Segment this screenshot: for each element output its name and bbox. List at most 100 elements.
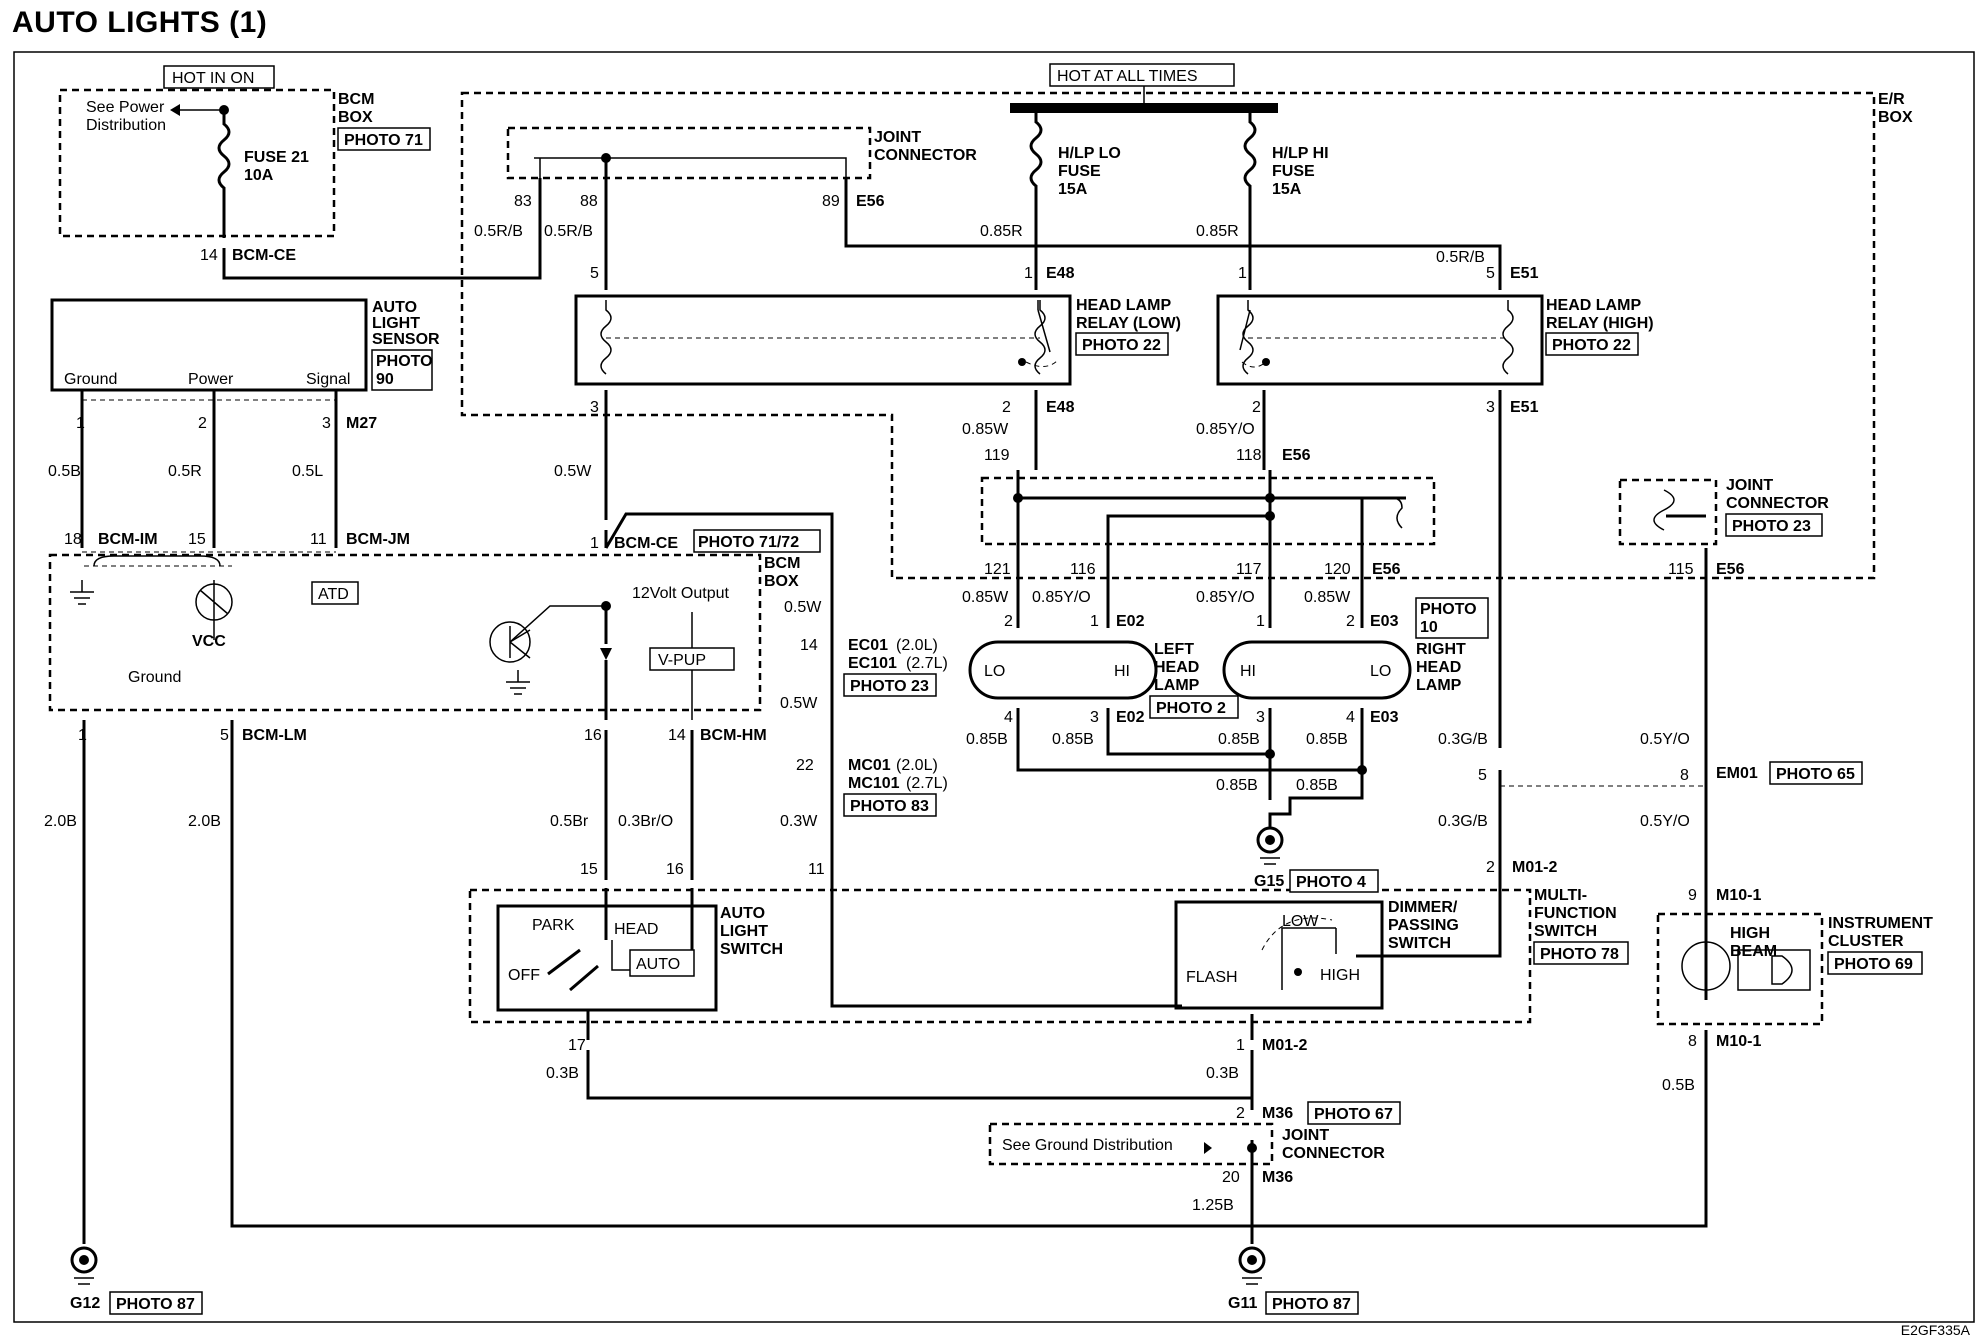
sensor-ground-label: Ground bbox=[64, 371, 117, 388]
pin: 4 bbox=[1004, 709, 1013, 726]
wire-label: 0.5W bbox=[780, 695, 818, 712]
conn-e48-top: E48 bbox=[1046, 265, 1075, 282]
pin: 5 bbox=[1478, 767, 1487, 784]
mc01-photo-box bbox=[843, 793, 937, 817]
conn-e51-bottom: E51 bbox=[1510, 399, 1539, 416]
conn-m01-2-bottom: M01-2 bbox=[1262, 1037, 1307, 1054]
conn-m36-bottom: M36 bbox=[1262, 1169, 1293, 1186]
right-lamp-photo1: PHOTO bbox=[1420, 601, 1477, 618]
pin: 3 bbox=[590, 399, 599, 416]
wire-label: 0.85W bbox=[1304, 589, 1351, 606]
mfs-photo: PHOTO 78 bbox=[1540, 946, 1619, 963]
pin: 14 bbox=[200, 247, 218, 264]
photo-71-72: PHOTO 71/72 bbox=[698, 534, 799, 551]
ec01-l2b: (2.7L) bbox=[906, 655, 948, 672]
wire-label: 0.5R/B bbox=[544, 223, 593, 240]
multi-function-switch-outline bbox=[468, 888, 1532, 1024]
wire-label: 0.85W bbox=[962, 421, 1009, 438]
er-box-l2: BOX bbox=[1878, 109, 1913, 126]
pin: 3 bbox=[1090, 709, 1099, 726]
joint-right-photo-box bbox=[1725, 513, 1823, 537]
pin: 5 bbox=[1486, 265, 1495, 282]
photo71-box bbox=[337, 127, 431, 151]
pin: 15 bbox=[580, 861, 598, 878]
g12-label: G12 bbox=[70, 1295, 100, 1312]
head-lamp-relay-high bbox=[1216, 294, 1544, 386]
right-lamp-hi: HI bbox=[1240, 663, 1256, 680]
ec01-photo-box bbox=[843, 673, 937, 697]
g12-photo-box bbox=[109, 1291, 203, 1315]
diagram-frame bbox=[13, 51, 1975, 1323]
atd-label: ATD bbox=[318, 586, 349, 603]
mc01-l1b: (2.0L) bbox=[896, 757, 938, 774]
conn-bcm-ce-mid: BCM-CE bbox=[614, 535, 678, 552]
mc01-photo: PHOTO 83 bbox=[850, 798, 929, 815]
joint-right-photo: PHOTO 23 bbox=[1732, 518, 1811, 535]
left-lamp-lo: LO bbox=[984, 663, 1005, 680]
relay-high-l2: RELAY (HIGH) bbox=[1546, 315, 1654, 332]
g11-photo: PHOTO 87 bbox=[1272, 1296, 1351, 1313]
conn-e03-bottom: E03 bbox=[1370, 709, 1399, 726]
wire-label: 0.85B bbox=[1218, 731, 1260, 748]
pin: 115 bbox=[1668, 561, 1694, 578]
conn-m10-1-top: M10-1 bbox=[1716, 887, 1761, 904]
right-lamp-l2: HEAD bbox=[1416, 659, 1461, 676]
vpup-label: V-PUP bbox=[658, 652, 706, 669]
right-lamp-lo: LO bbox=[1370, 663, 1391, 680]
pin: 14 bbox=[668, 727, 686, 744]
pin: 17 bbox=[568, 1037, 586, 1054]
em01-name: EM01 bbox=[1716, 765, 1758, 782]
wire-label: 0.85R bbox=[980, 223, 1023, 240]
bcm-box-top-l1: BCM bbox=[338, 91, 374, 108]
joint-bottom-l1: JOINT bbox=[1282, 1127, 1329, 1144]
wire-label: 0.5B bbox=[48, 463, 81, 480]
relay-low-l2: RELAY (LOW) bbox=[1076, 315, 1181, 332]
bcm-mid-l1: BCM bbox=[764, 555, 800, 572]
pin: 11 bbox=[310, 531, 327, 548]
pin: 18 bbox=[64, 531, 82, 548]
g15-photo: PHOTO 4 bbox=[1296, 874, 1366, 891]
pin: 1 bbox=[1024, 265, 1033, 282]
wire-label: 0.85B bbox=[1216, 777, 1258, 794]
pin: 22 bbox=[796, 757, 814, 774]
sensor-signal-label: Signal bbox=[306, 371, 350, 388]
pin: 16 bbox=[584, 727, 602, 744]
diagram-code: E2GF335A bbox=[1900, 1322, 1970, 1338]
pin: 120 bbox=[1324, 561, 1351, 578]
joint-right-l2: CONNECTOR bbox=[1726, 495, 1829, 512]
page-title: AUTO LIGHTS (1) bbox=[12, 6, 268, 39]
conn-e56-mid: E56 bbox=[1282, 447, 1311, 464]
mfs-photo-box bbox=[1533, 941, 1629, 965]
pin: 20 bbox=[1222, 1169, 1240, 1186]
pin: 88 bbox=[580, 193, 598, 210]
wire-label: 0.5L bbox=[292, 463, 323, 480]
mfs-l3: SWITCH bbox=[1534, 923, 1597, 940]
conn-bcm-lm: BCM-LM bbox=[242, 727, 307, 744]
hot-in-on-box bbox=[163, 65, 275, 89]
sensor-photo1: PHOTO bbox=[376, 353, 433, 370]
conn-m10-1-bottom: M10-1 bbox=[1716, 1033, 1761, 1050]
conn-e56-top: E56 bbox=[856, 193, 885, 210]
conn-e03-top: E03 bbox=[1370, 613, 1399, 630]
em01-photo: PHOTO 65 bbox=[1776, 766, 1855, 783]
sensor-l2: LIGHT bbox=[372, 315, 420, 332]
wire-label: 0.3G/B bbox=[1438, 813, 1488, 830]
left-lamp-l3: LAMP bbox=[1154, 677, 1200, 694]
pin: 121 bbox=[984, 561, 1011, 578]
ec01-photo: PHOTO 23 bbox=[850, 678, 929, 695]
conn-e48-bottom: E48 bbox=[1046, 399, 1075, 416]
bcm-mid-l2: BOX bbox=[764, 573, 799, 590]
hot-at-all-times-box bbox=[1049, 63, 1235, 87]
wire-label: 0.3Br/O bbox=[618, 813, 673, 830]
pin: 2 bbox=[1004, 613, 1013, 630]
als-l3: SWITCH bbox=[720, 941, 783, 958]
ic-l2: CLUSTER bbox=[1828, 933, 1904, 950]
hot-at-all-times-text: HOT AT ALL TIMES bbox=[1057, 68, 1198, 85]
joint-connector-bottom-outline bbox=[988, 1122, 1274, 1166]
see-ground-dist: See Ground Distribution bbox=[1002, 1137, 1173, 1154]
m36-photo: PHOTO 67 bbox=[1314, 1106, 1393, 1123]
pin: 2 bbox=[198, 415, 207, 432]
wire-label: 0.85B bbox=[1052, 731, 1094, 748]
ec01-l2: EC101 bbox=[848, 655, 897, 672]
atd-box bbox=[311, 581, 359, 605]
